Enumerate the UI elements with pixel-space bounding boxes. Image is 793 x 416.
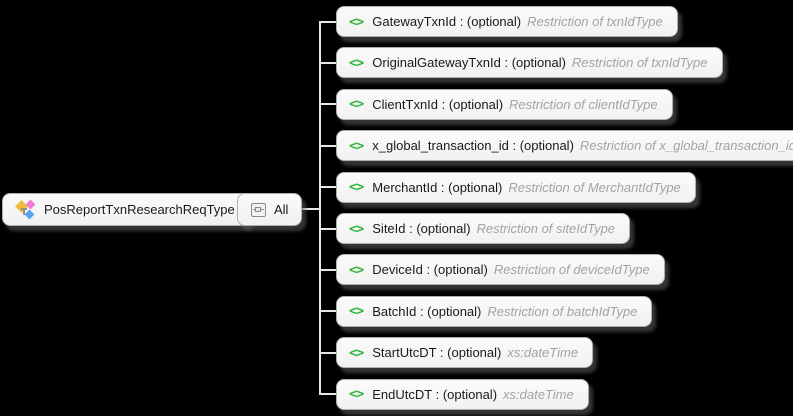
element-type: Restriction of clientIdType xyxy=(509,96,658,112)
element-node-siteid[interactable]: <> SiteId : (optional) Restriction of si… xyxy=(336,213,631,244)
element-label: MerchantId : (optional) xyxy=(372,179,503,195)
element-label: GatewayTxnId : (optional) xyxy=(372,14,522,29)
connector-stub xyxy=(319,103,337,106)
element-type: xs:dateTime xyxy=(507,345,579,361)
element-node-merchantid[interactable]: <> MerchantId : (optional) Restriction o… xyxy=(336,171,696,203)
element-label: BatchId : (optional) xyxy=(372,303,482,319)
element-label: DeviceId : (optional) xyxy=(372,262,488,278)
all-compositor-node[interactable]: All xyxy=(237,193,303,226)
element-label: ClientTxnId : (optional) xyxy=(372,96,504,112)
element-node-originalgatewaytxnid[interactable]: <> OriginalGatewayTxnId : (optional) Res… xyxy=(336,47,723,79)
element-type: Restriction of x_global_transaction_idTy… xyxy=(579,138,793,154)
element-node-deviceid[interactable]: <> DeviceId : (optional) Restriction of … xyxy=(336,254,665,286)
element-node-gatewaytxnid[interactable]: <> GatewayTxnId : (optional) Restriction… xyxy=(336,6,678,37)
connector-stub xyxy=(319,393,337,396)
element-icon: <> xyxy=(349,137,364,154)
element-node-startutcdt[interactable]: <> StartUtcDT : (optional) xs:dateTime xyxy=(336,337,594,369)
element-icon: <> xyxy=(349,386,364,403)
element-type: Restriction of batchIdType xyxy=(487,303,638,319)
connector-stub xyxy=(319,144,337,147)
element-node-clienttxnid[interactable]: <> ClientTxnId : (optional) Restriction … xyxy=(336,88,673,120)
root-type-node[interactable]: PosReportTxnResearchReqType xyxy=(2,193,250,226)
connector-all-to-trunk xyxy=(299,208,320,210)
connector-stub xyxy=(319,20,337,23)
element-node-endutcdt[interactable]: <> EndUtcDT : (optional) xs:dateTime xyxy=(336,378,589,410)
element-icon: <> xyxy=(349,54,364,71)
element-type: Restriction of txnIdType xyxy=(527,14,663,29)
element-icon: <> xyxy=(349,303,364,320)
connector-stub xyxy=(319,227,337,230)
element-icon: <> xyxy=(349,179,364,196)
root-type-label: PosReportTxnResearchReqType xyxy=(44,202,235,217)
element-node-x-global-transaction-id[interactable]: <> x_global_transaction_id : (optional) … xyxy=(336,130,793,162)
element-label: EndUtcDT : (optional) xyxy=(372,386,498,402)
connector-stub xyxy=(319,186,337,189)
connector-trunk xyxy=(319,21,321,395)
element-icon: <> xyxy=(349,220,364,237)
all-compositor-icon xyxy=(251,202,266,217)
element-icon: <> xyxy=(349,344,364,361)
type-diamonds-icon xyxy=(15,199,36,220)
element-icon: <> xyxy=(349,13,364,30)
connector-stub xyxy=(319,310,337,313)
all-compositor-label: All xyxy=(274,202,289,217)
element-type: Restriction of siteIdType xyxy=(476,221,616,236)
element-label: SiteId : (optional) xyxy=(372,221,471,236)
element-type: Restriction of deviceIdType xyxy=(493,262,650,278)
connector-stub xyxy=(319,268,337,271)
element-icon: <> xyxy=(349,96,364,113)
element-label: x_global_transaction_id : (optional) xyxy=(372,138,574,154)
element-type: xs:dateTime xyxy=(503,386,574,402)
element-icon: <> xyxy=(349,261,364,278)
element-type: Restriction of MerchantIdType xyxy=(508,179,681,195)
element-node-batchid[interactable]: <> BatchId : (optional) Restriction of b… xyxy=(336,295,653,327)
connector-stub xyxy=(319,61,337,64)
element-label: OriginalGatewayTxnId : (optional) xyxy=(372,55,566,71)
element-type: Restriction of txnIdType xyxy=(571,55,708,71)
connector-stub xyxy=(319,351,337,354)
element-label: StartUtcDT : (optional) xyxy=(372,345,502,361)
